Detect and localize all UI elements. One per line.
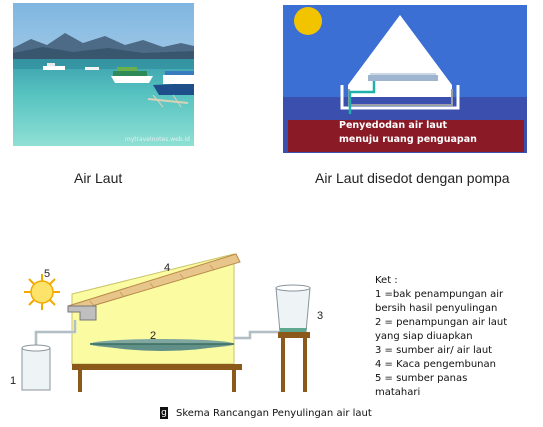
pump-diagram: Penyedodan air laut menuju ruang penguap… bbox=[282, 4, 528, 154]
sun-icon bbox=[294, 7, 322, 35]
legend-line: 4 = Kaca pengembunan bbox=[375, 359, 496, 370]
label-5: 5 bbox=[44, 268, 51, 280]
pump-overlay-line2: menuju ruang penguapan bbox=[339, 134, 477, 145]
photo-watermark: mytravelnotes.web.id bbox=[124, 136, 190, 143]
boat-blue bbox=[153, 71, 194, 95]
legend-line: matahari bbox=[375, 387, 421, 398]
sea-photo: mytravelnotes.web.id bbox=[13, 3, 194, 146]
clean-water-container bbox=[21, 347, 51, 391]
boat-green bbox=[111, 67, 153, 83]
photo-caption: Air Laut bbox=[74, 170, 123, 186]
label-1: 1 bbox=[10, 375, 17, 387]
figure-caption-row: g Skema Rancangan Penyulingan air laut bbox=[160, 407, 372, 419]
sun-icon bbox=[24, 274, 60, 310]
boat-far-left bbox=[43, 63, 65, 70]
figure-marker-icon: g bbox=[160, 407, 168, 419]
outrigger bbox=[147, 94, 189, 108]
legend-line: 3 = sumber air/ air laut bbox=[375, 345, 493, 356]
still-schematic: 5 4 2 3 1 bbox=[0, 240, 360, 405]
pump-pipe bbox=[348, 81, 376, 114]
still-roof bbox=[348, 15, 452, 85]
evaporation-tray bbox=[368, 75, 438, 81]
still-schematic-drawing bbox=[21, 253, 311, 392]
label-4: 4 bbox=[164, 262, 171, 274]
label-3: 3 bbox=[317, 310, 324, 322]
seawater-source bbox=[275, 287, 311, 333]
condensate-gutter bbox=[67, 305, 97, 321]
legend-line: 5 = sumber panas bbox=[375, 373, 468, 384]
still-table bbox=[72, 364, 242, 370]
figure-caption: Skema Rancangan Penyulingan air laut bbox=[176, 407, 372, 419]
legend-line: 1 =bak penampungan air bbox=[375, 289, 504, 300]
sea-photo-drawing bbox=[13, 3, 194, 146]
boat-small bbox=[85, 67, 99, 70]
legend-line: 2 = penampungan air laut bbox=[375, 317, 508, 328]
legend: Ket : 1 =bak penampungan air bersih hasi… bbox=[375, 274, 507, 400]
legend-line: bersih hasil penyulingan bbox=[375, 303, 498, 314]
pump-diagram-drawing bbox=[282, 4, 528, 154]
label-2: 2 bbox=[150, 330, 157, 342]
legend-title: Ket : bbox=[375, 275, 398, 286]
pump-caption: Air Laut disedot dengan pompa bbox=[315, 170, 510, 186]
legend-line: yang siap diuapkan bbox=[375, 331, 473, 342]
pump-overlay-line1: Penyedodan air laut bbox=[339, 120, 448, 131]
